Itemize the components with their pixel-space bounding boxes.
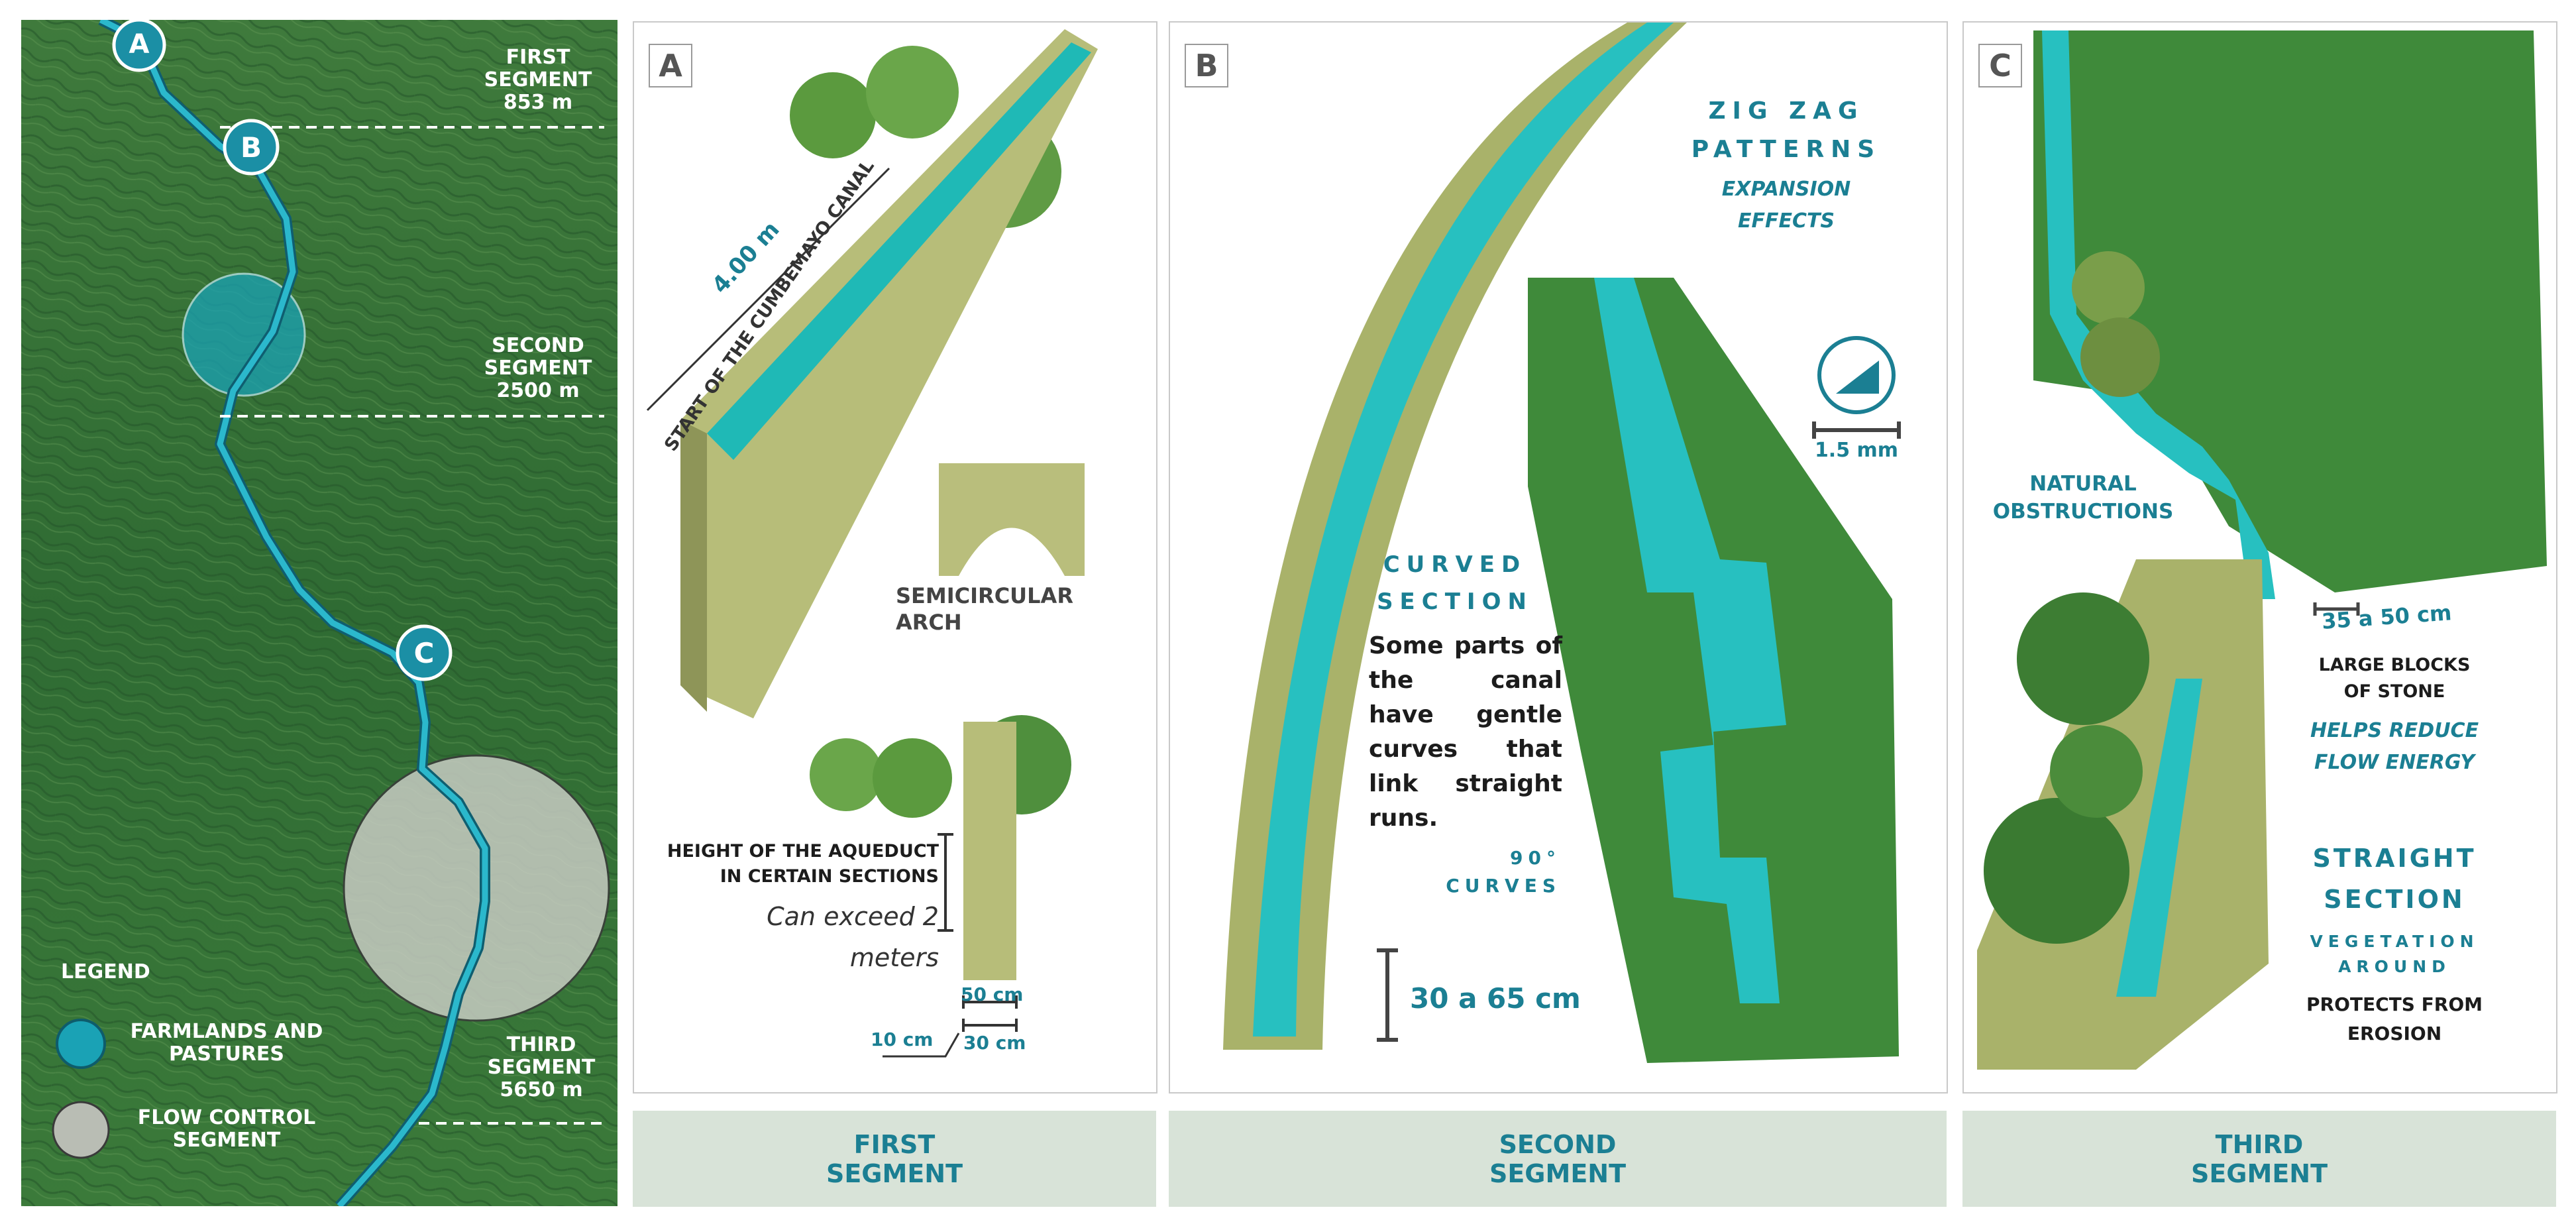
second-segment-label: SECOND SEGMENT 2500 m bbox=[472, 335, 604, 402]
zigzag-title: ZIG ZAG PATTERNS bbox=[1691, 97, 1882, 163]
height-note: Can exceed 2 meters bbox=[767, 902, 939, 972]
first-segment-title: FIRST SEGMENT bbox=[484, 46, 592, 91]
blocks-label: LARGE BLOCKS OF STONE bbox=[2318, 655, 2471, 702]
first-segment-length: 853 m bbox=[503, 91, 573, 114]
marker-c-label: C bbox=[413, 637, 435, 669]
terrain-map bbox=[21, 20, 617, 1206]
legend-swatch-farmlands bbox=[56, 1019, 106, 1069]
arch-label: SEMICIRCULAR ARCH bbox=[896, 583, 1073, 635]
protects-label: PROTECTS FROM EROSION bbox=[2306, 993, 2483, 1044]
map-panel: A B C FIRST SEGMENT 853 m SECOND SEGMENT… bbox=[21, 20, 617, 1206]
first-segment-label: FIRST SEGMENT 853 m bbox=[472, 46, 604, 114]
legend-farmlands-label: FARMLANDS AND PASTURES bbox=[130, 1020, 323, 1066]
curved-canal-illustration bbox=[1223, 23, 1901, 1063]
height-title: HEIGHT OF THE AQUEDUCT IN CERTAIN SECTIO… bbox=[667, 841, 939, 887]
panel-b-tag: B bbox=[1185, 44, 1228, 87]
flow-control-zone-1 bbox=[182, 272, 306, 397]
dim-30cm: 30 cm bbox=[963, 1032, 1026, 1054]
footer-third-segment: THIRD SEGMENT bbox=[1962, 1111, 2556, 1207]
straight-canal-illustration bbox=[1977, 30, 2547, 1070]
flow-control-zone-2 bbox=[343, 754, 610, 1022]
dim-10cm: 10 cm bbox=[871, 1029, 934, 1050]
slope-icon bbox=[1817, 336, 1896, 414]
curved-title: CURVED SECTION bbox=[1377, 551, 1533, 615]
aqueduct-pillar bbox=[963, 722, 1016, 980]
marker-c bbox=[396, 624, 453, 681]
obstructions-label: NATURAL OBSTRUCTIONS bbox=[1992, 472, 2174, 524]
dim-50cm: 50 cm bbox=[961, 983, 1024, 1005]
curved-text: Some parts of the canal have gentle curv… bbox=[1369, 632, 1562, 832]
zigzag-subtitle: EXPANSION EFFECTS bbox=[1721, 178, 1851, 233]
legend-flow-control-label: FLOW CONTROL SEGMENT bbox=[137, 1106, 316, 1152]
marker-a bbox=[112, 20, 166, 72]
aqueduct-illustration bbox=[646, 29, 1098, 1058]
helps-label: HELPS REDUCE FLOW ENERGY bbox=[2310, 719, 2479, 774]
third-segment-label: THIRD SEGMENT 5650 m bbox=[478, 1034, 604, 1101]
straight-title: STRAIGHT SECTION bbox=[2312, 844, 2477, 914]
second-segment-length: 2500 m bbox=[496, 379, 580, 402]
curved-width: 30 a 65 cm bbox=[1410, 982, 1581, 1015]
footer-first-segment: FIRST SEGMENT bbox=[633, 1111, 1156, 1207]
footer-second-segment: SECOND SEGMENT bbox=[1169, 1111, 1947, 1207]
panel-a-tag: A bbox=[649, 44, 692, 87]
slope-value: 1.5 mm bbox=[1814, 439, 1899, 462]
curves-90-label: 90° CURVES bbox=[1446, 847, 1561, 897]
panel-b: B ZIG ZAG PATTERNS EXPANSION EFFECTS 1.5… bbox=[1169, 21, 1948, 1093]
marker-a-label: A bbox=[129, 29, 150, 60]
marker-b bbox=[223, 119, 280, 176]
marker-b-label: B bbox=[240, 131, 262, 164]
panel-a: A START OF THE bbox=[633, 21, 1157, 1093]
second-segment-title: SECOND SEGMENT bbox=[484, 334, 592, 380]
third-segment-title: THIRD SEGMENT bbox=[487, 1033, 596, 1079]
vegetation-label: VEGETATION AROUND bbox=[2310, 932, 2479, 976]
third-segment-length: 5650 m bbox=[500, 1078, 583, 1101]
panel-c-tag: C bbox=[1978, 44, 2022, 87]
panel-c: C NATURAL OBSTRUCTIONS 35 a 50 cm LARGE … bbox=[1962, 21, 2557, 1093]
legend-swatch-flow bbox=[52, 1101, 110, 1159]
legend-title: LEGEND bbox=[61, 960, 150, 983]
